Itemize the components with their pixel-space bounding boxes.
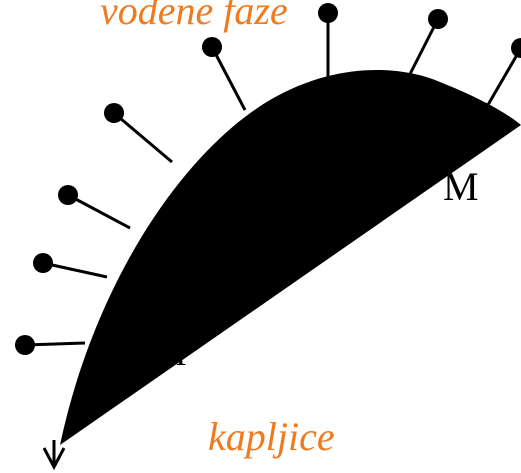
tail-3	[67, 193, 131, 230]
droplet-cap	[60, 69, 521, 446]
tail-5	[210, 46, 247, 111]
head-7	[428, 9, 448, 29]
top-phase-label: vodene faze	[100, 0, 288, 33]
head-4	[104, 103, 124, 123]
head-1	[15, 335, 35, 355]
head-2	[33, 253, 53, 273]
amphiphile-tails	[24, 13, 521, 347]
tail-4	[113, 111, 173, 164]
bottom-phase-label: kapljice	[208, 414, 335, 459]
head-3	[58, 185, 78, 205]
interface-label-partial: r	[176, 329, 189, 374]
m-label: M	[443, 164, 479, 209]
arrow-down-icon	[42, 440, 66, 471]
tail-2	[42, 261, 108, 279]
tail-1	[24, 341, 86, 347]
amphiphile-heads	[15, 3, 521, 355]
head-8	[511, 38, 521, 58]
head-5	[202, 37, 222, 57]
tail-8	[483, 47, 521, 111]
tail-7	[406, 18, 440, 79]
head-6	[318, 3, 338, 23]
